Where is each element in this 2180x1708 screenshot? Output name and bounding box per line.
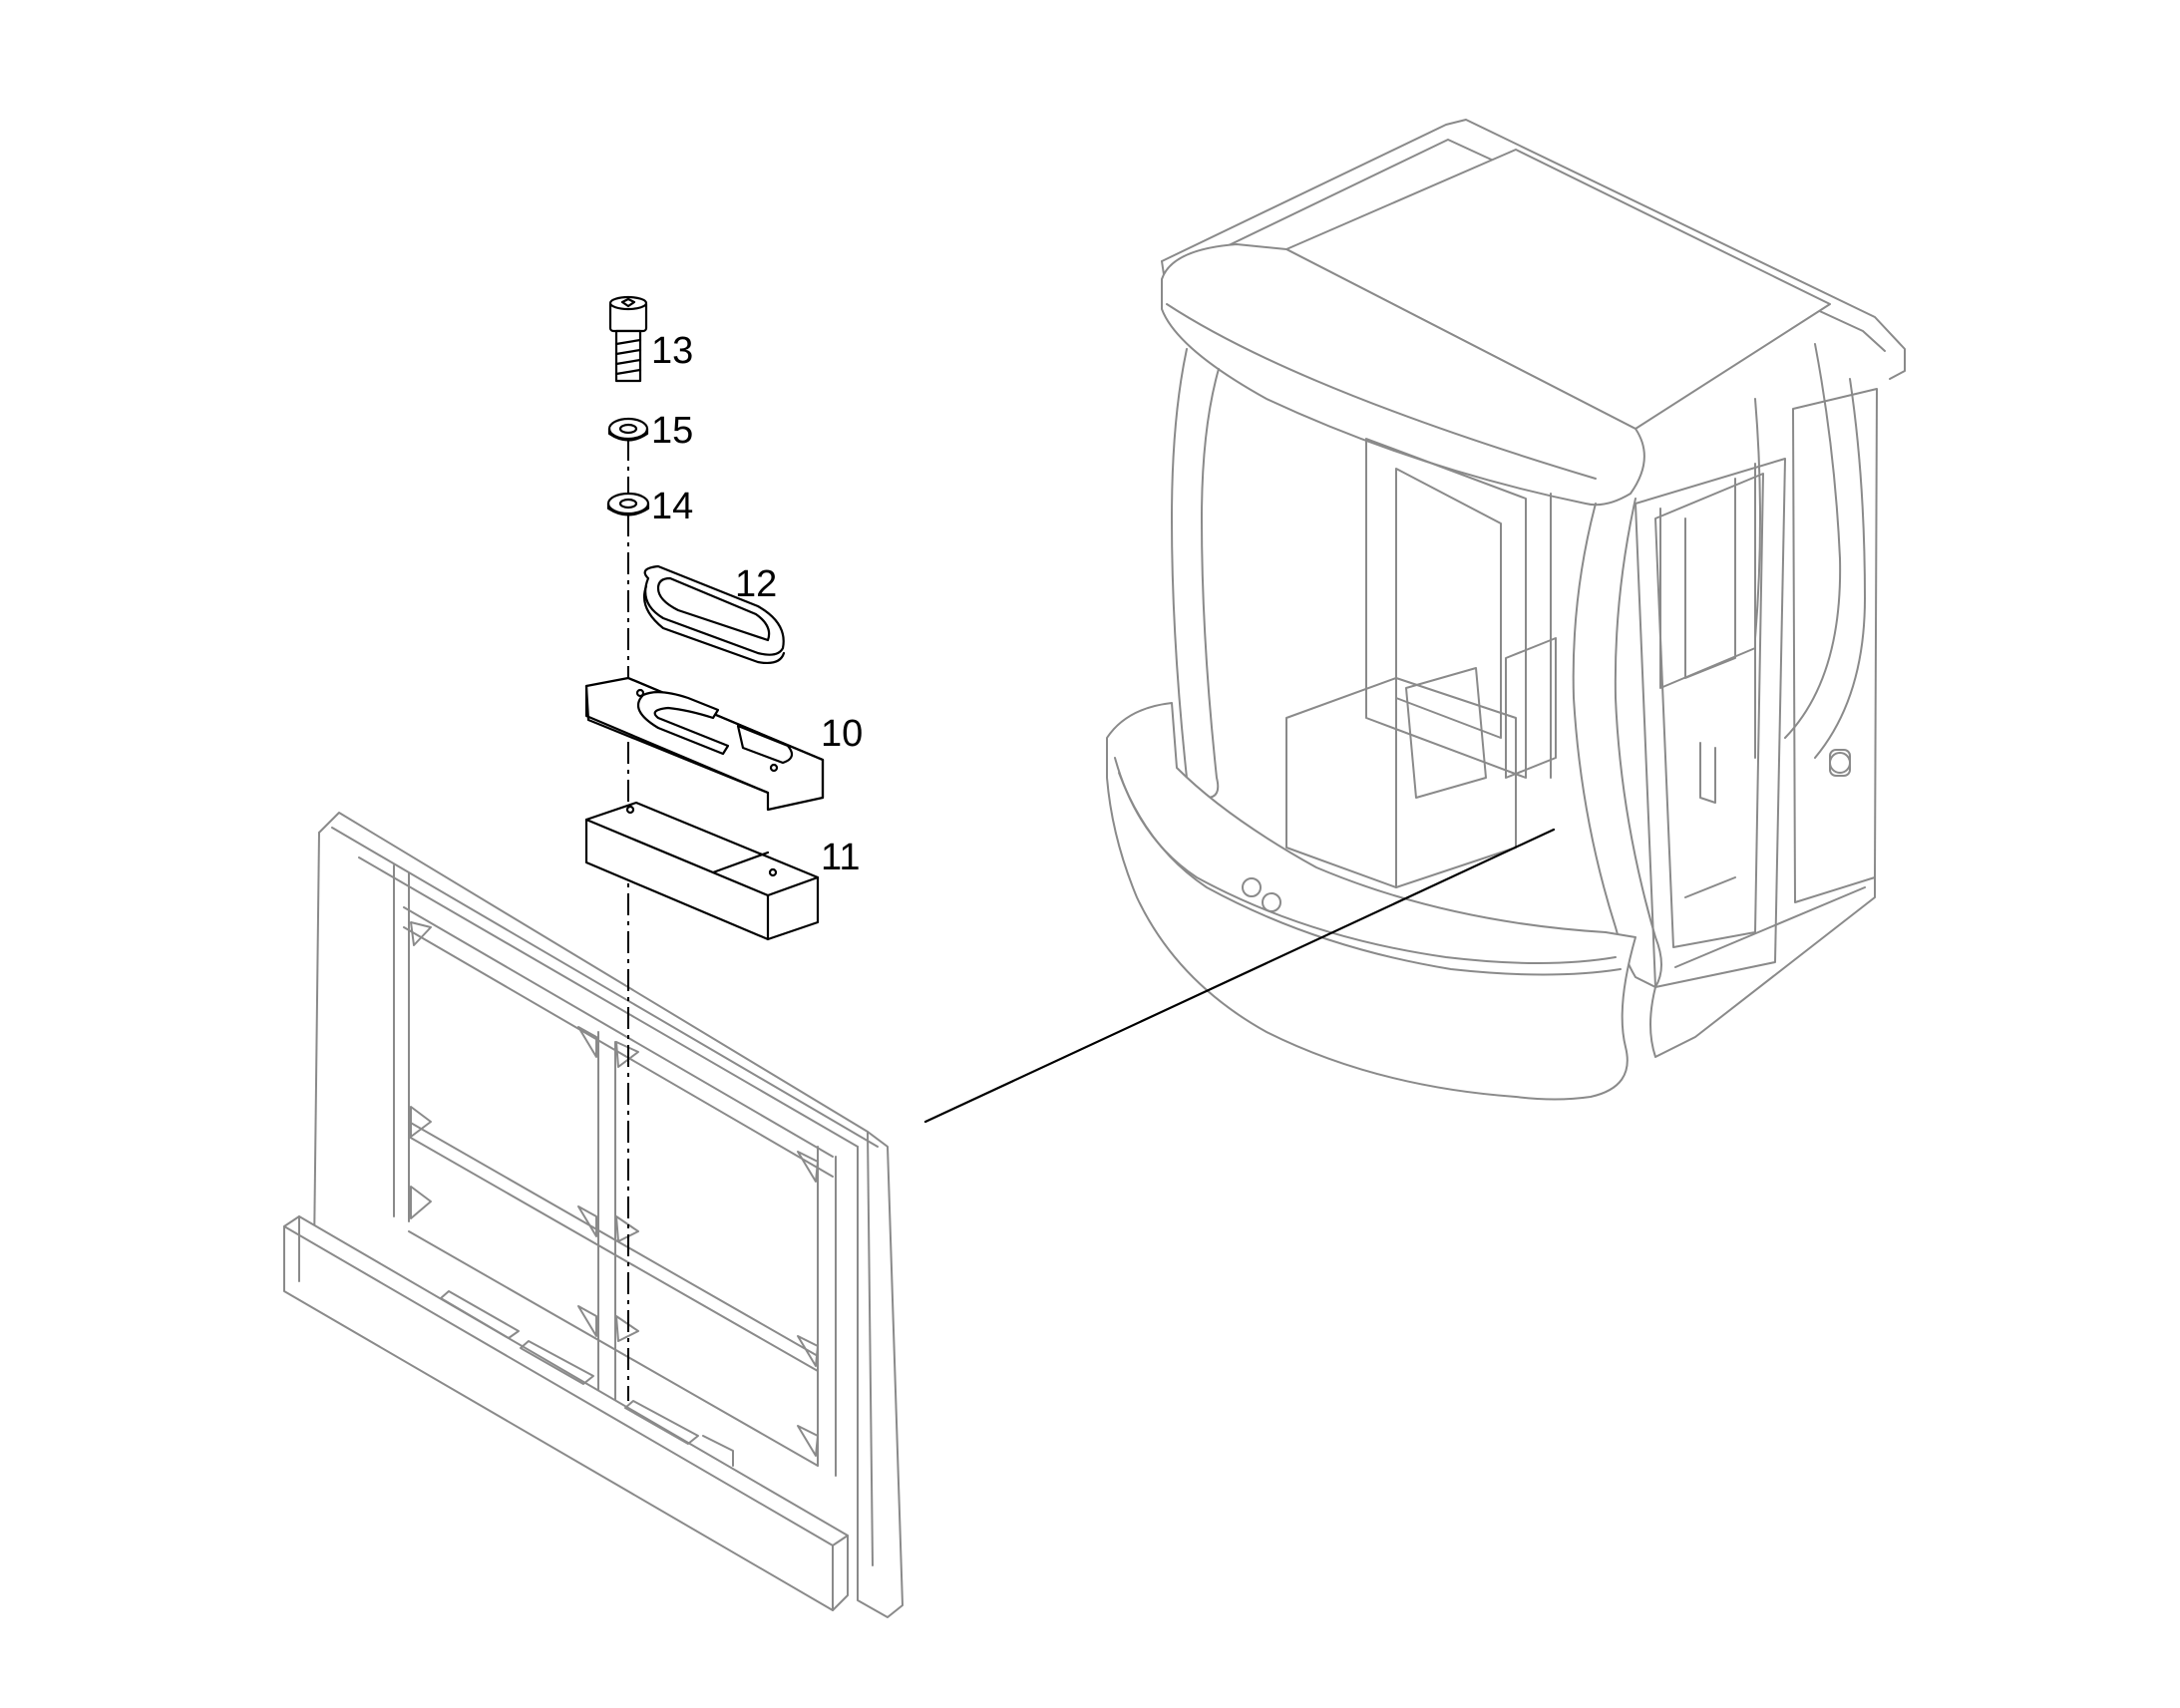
callout-15: 15: [651, 410, 693, 452]
callout-14: 14: [651, 486, 693, 527]
bracket-plate-icon: [584, 676, 825, 812]
side-frame-panel-drawing: [283, 812, 904, 1618]
flat-washer-icon: [606, 492, 650, 516]
callout-12: 12: [735, 563, 777, 605]
leader-line: [923, 828, 1556, 1124]
rubber-pad-icon: [642, 564, 786, 665]
spacer-block-icon: [584, 801, 820, 941]
callout-13: 13: [651, 330, 693, 372]
callout-10: 10: [821, 713, 863, 755]
cap-screw-icon: [608, 295, 648, 383]
operator-cab-drawing: [1106, 119, 1906, 1101]
callout-11: 11: [821, 837, 860, 878]
lock-washer-icon: [607, 417, 649, 442]
